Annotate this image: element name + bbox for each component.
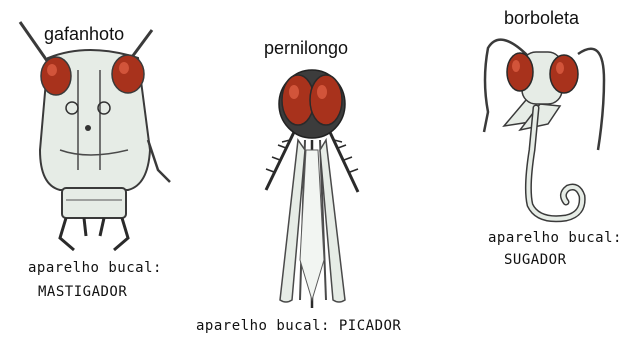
butterfly-caption-line2: SUGADOR xyxy=(504,252,567,268)
mosquito-eye-right xyxy=(310,75,342,125)
grasshopper-caption-line1: aparelho bucal: xyxy=(28,260,162,276)
grasshopper-eye-right xyxy=(112,55,144,93)
mosquito-eye-left xyxy=(282,75,314,125)
mosquito-antenna-left xyxy=(266,128,296,190)
grasshopper-mandible-left xyxy=(60,218,74,250)
butterfly-title: borboleta xyxy=(504,8,579,29)
butterfly-eye-right xyxy=(550,55,578,93)
butterfly-antenna-right xyxy=(578,49,604,150)
grasshopper-title: gafanhoto xyxy=(44,24,124,45)
mosquito-antenna-right xyxy=(328,128,358,192)
mosquito-head-illustration xyxy=(266,70,358,308)
mosquito-title: pernilongo xyxy=(264,38,348,59)
grasshopper-labrum xyxy=(62,188,126,218)
butterfly-head-illustration xyxy=(484,40,604,219)
butterfly-caption-line1: aparelho bucal: xyxy=(488,230,619,246)
grasshopper-eye-left xyxy=(41,57,71,95)
grasshopper-head-illustration xyxy=(20,22,170,250)
grasshopper-mandible-right xyxy=(114,218,128,250)
butterfly-proboscis xyxy=(528,108,582,219)
grasshopper-caption-line2: MASTIGADOR xyxy=(38,284,127,300)
butterfly-eye-left xyxy=(507,53,533,91)
mosquito-caption-line1: aparelho bucal: PICADOR xyxy=(196,318,401,334)
